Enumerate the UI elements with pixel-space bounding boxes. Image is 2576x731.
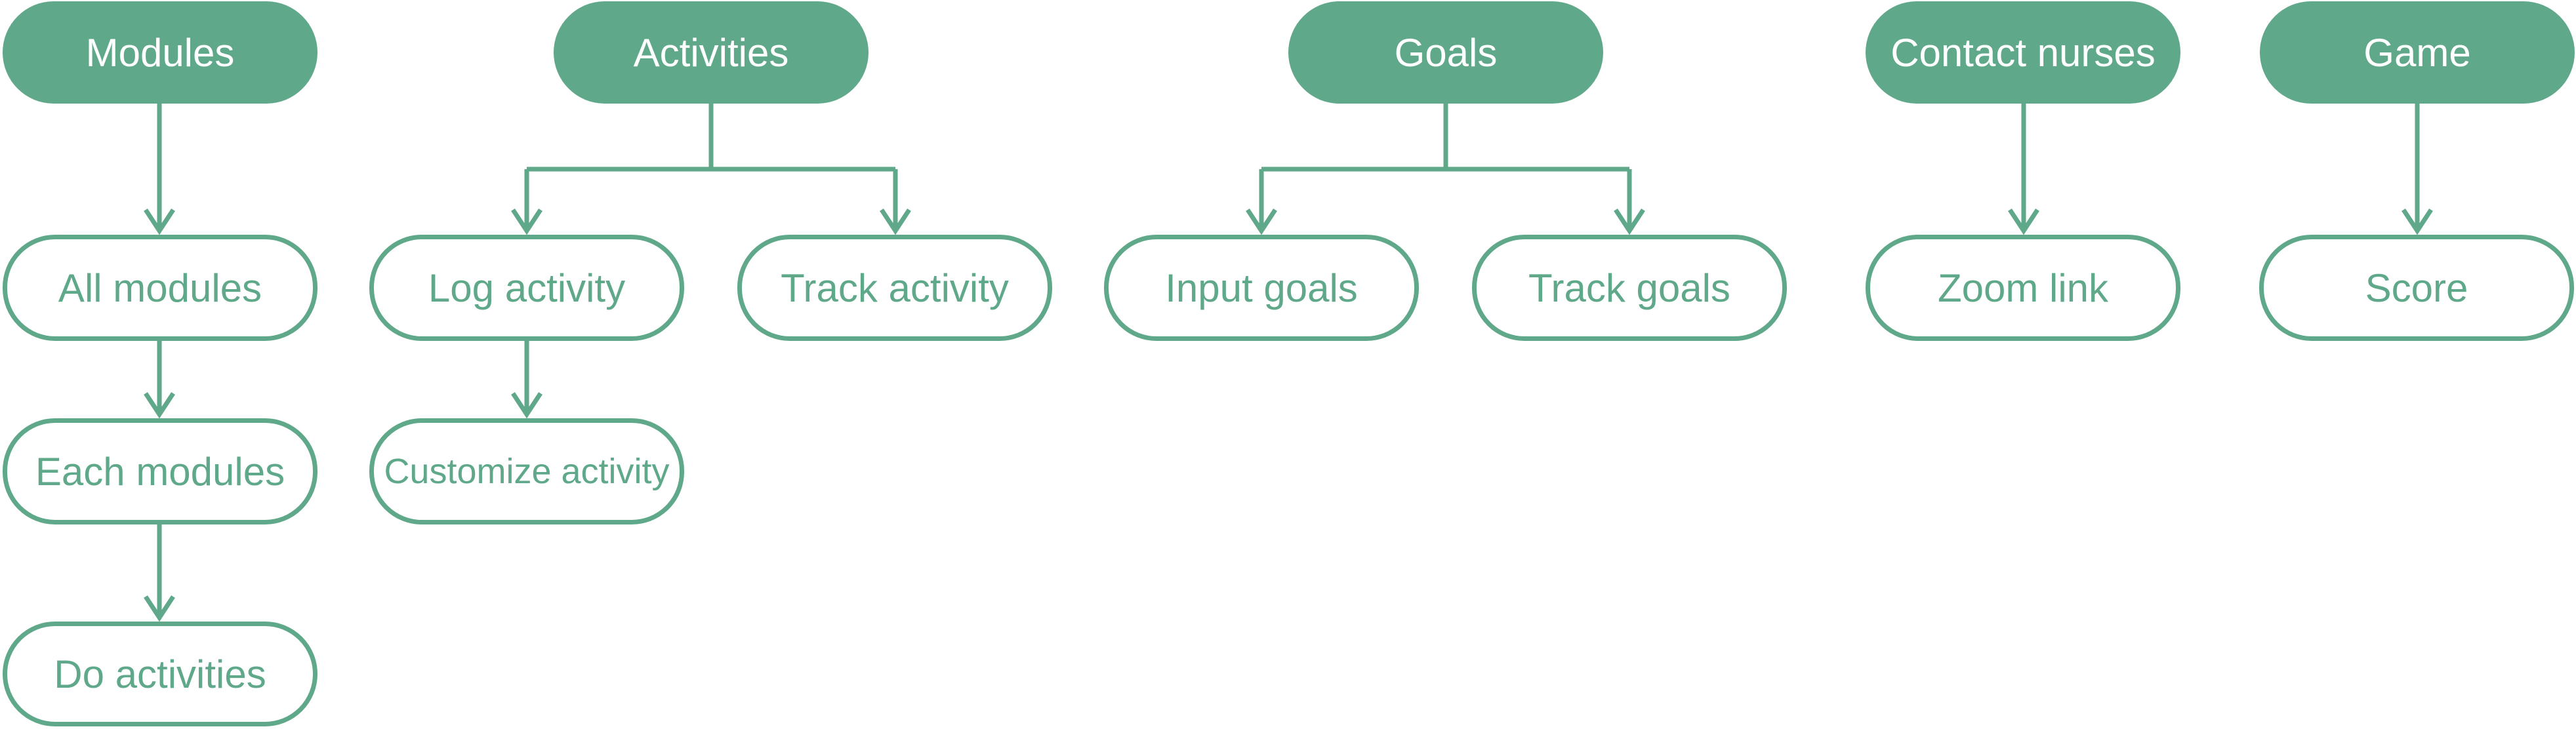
node-game: Game	[2260, 1, 2575, 104]
node-score: Score	[2259, 235, 2574, 341]
node-goals: Goals	[1288, 1, 1603, 104]
edge-goals-branch	[1259, 104, 1632, 231]
arrowhead-score	[2402, 208, 2433, 235]
node-track-goals: Track goals	[1472, 235, 1787, 341]
arrowhead-input-goals	[1246, 208, 1277, 235]
arrowhead-log-activity	[511, 208, 542, 235]
arrowhead-each-modules	[144, 392, 175, 419]
node-input-goals: Input goals	[1104, 235, 1419, 341]
edge-activities-branch	[524, 104, 898, 231]
node-modules: Modules	[3, 1, 317, 104]
arrowhead-track-goals	[1614, 208, 1645, 235]
node-customize-activity: Customize activity	[369, 418, 684, 524]
arrowhead-do-activities	[144, 595, 175, 622]
node-contact-nurses: Contact nurses	[1866, 1, 2180, 104]
node-zoom-link: Zoom link	[1866, 235, 2180, 341]
node-each-modules: Each modules	[3, 418, 317, 524]
arrowhead-track-activity	[880, 208, 911, 235]
node-do-activities: Do activities	[3, 622, 317, 726]
node-activities: Activities	[554, 1, 869, 104]
node-all-modules: All modules	[3, 235, 317, 341]
arrowhead-all-modules	[144, 208, 175, 235]
arrowhead-customize-activity	[511, 392, 542, 419]
arrowhead-zoom-link	[2008, 208, 2039, 235]
node-track-activity: Track activity	[737, 235, 1052, 341]
node-log-activity: Log activity	[369, 235, 684, 341]
